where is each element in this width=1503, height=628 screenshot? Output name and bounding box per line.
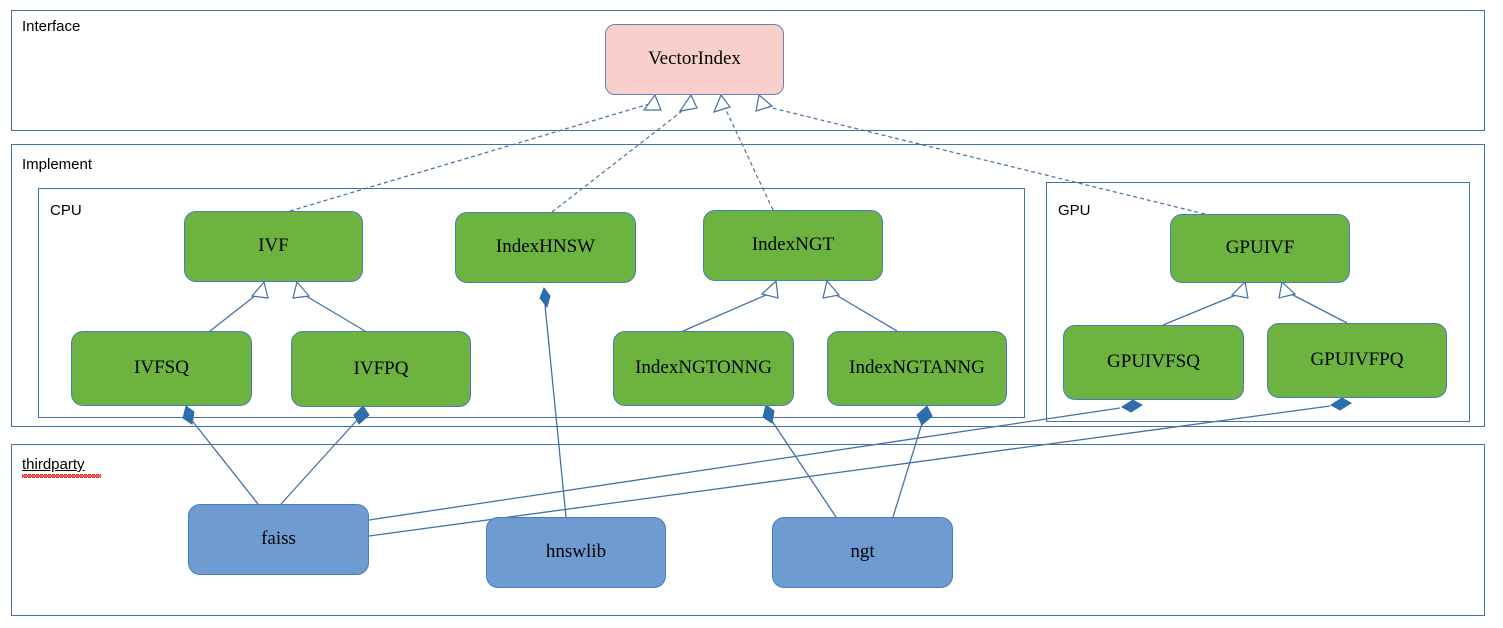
- node-hnswlib[interactable]: hnswlib: [486, 517, 666, 588]
- container-implement-label: Implement: [22, 156, 93, 173]
- container-interface-label: Interface: [22, 18, 81, 35]
- node-index-hnsw[interactable]: IndexHNSW: [455, 212, 636, 283]
- node-index-ngt[interactable]: IndexNGT: [703, 210, 883, 281]
- node-ivfpq[interactable]: IVFPQ: [291, 331, 471, 407]
- node-ngt[interactable]: ngt: [772, 517, 953, 588]
- node-faiss[interactable]: faiss: [188, 504, 369, 575]
- node-gpuivf[interactable]: GPUIVF: [1170, 214, 1350, 283]
- node-ivfsq[interactable]: IVFSQ: [71, 331, 252, 406]
- spellcheck-underline-icon: [22, 474, 101, 478]
- node-gpuivfpq[interactable]: GPUIVFPQ: [1267, 323, 1447, 398]
- container-thirdparty-label: thirdparty: [22, 456, 85, 473]
- node-index-ngtanng[interactable]: IndexNGTANNG: [827, 331, 1007, 406]
- node-gpuivfsq[interactable]: GPUIVFSQ: [1063, 325, 1244, 400]
- node-ivf[interactable]: IVF: [184, 211, 363, 282]
- node-vector-index[interactable]: VectorIndex: [605, 24, 784, 95]
- node-index-ngtonng[interactable]: IndexNGTONNG: [613, 331, 794, 406]
- container-gpu-label: GPU: [1058, 202, 1091, 219]
- container-cpu-label: CPU: [50, 202, 82, 219]
